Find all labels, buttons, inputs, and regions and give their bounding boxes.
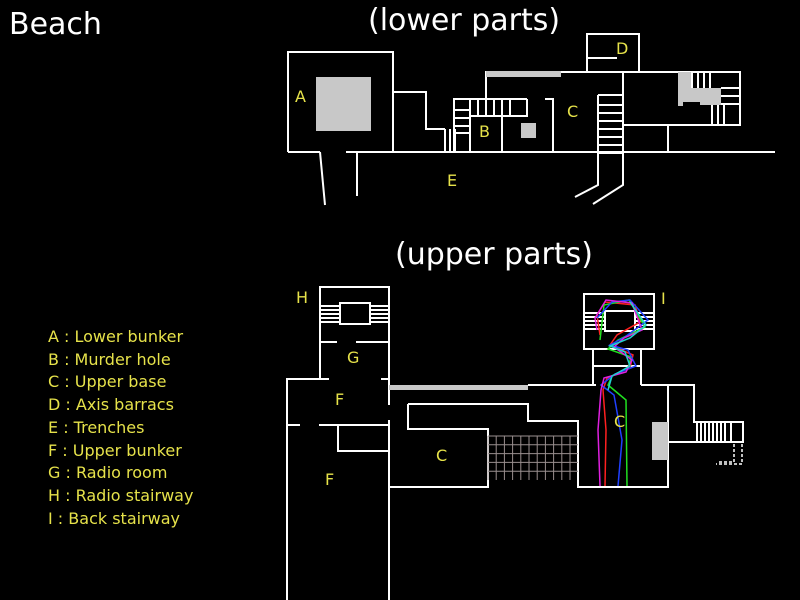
label-e: E (447, 171, 457, 190)
label-c-upper-right: C (614, 412, 625, 431)
legend: A : Lower bunker B : Murder hole C : Upp… (48, 326, 193, 530)
legend-item: I : Back stairway (48, 508, 181, 528)
bunker-block (316, 77, 371, 131)
player-paths (594, 299, 650, 487)
player-path-line (596, 299, 650, 487)
grate-grid (487, 435, 578, 480)
legend-item: F : Upper bunker (48, 440, 182, 460)
label-c-upper-left: C (436, 446, 447, 465)
legend-item: G : Radio room (48, 463, 168, 483)
lower-floor-plan: A B C D E (287, 33, 775, 206)
map-title: Beach (9, 7, 102, 42)
legend-item: E : Trenches (48, 417, 145, 437)
label-f-lower: F (325, 470, 334, 489)
legend-item: A : Lower bunker (48, 327, 184, 346)
label-h: H (296, 288, 308, 307)
upper-parts-heading: (upper parts) (395, 237, 593, 272)
label-d: D (616, 39, 628, 58)
label-g: G (347, 348, 359, 367)
legend-item: H : Radio stairway (48, 485, 194, 505)
legend-item: D : Axis barracs (48, 395, 174, 415)
label-f-upper: F (335, 390, 344, 409)
label-c-lower: C (567, 102, 578, 121)
legend-item: B : Murder hole (48, 349, 171, 369)
legend-item: C : Upper base (48, 372, 167, 392)
label-i: I (661, 289, 666, 308)
label-b: B (479, 122, 490, 141)
upper-floor-plan: H G F F C C I (286, 286, 744, 600)
lower-parts-heading: (lower parts) (368, 3, 561, 38)
label-a: A (295, 87, 306, 106)
player-path-line (607, 301, 648, 391)
